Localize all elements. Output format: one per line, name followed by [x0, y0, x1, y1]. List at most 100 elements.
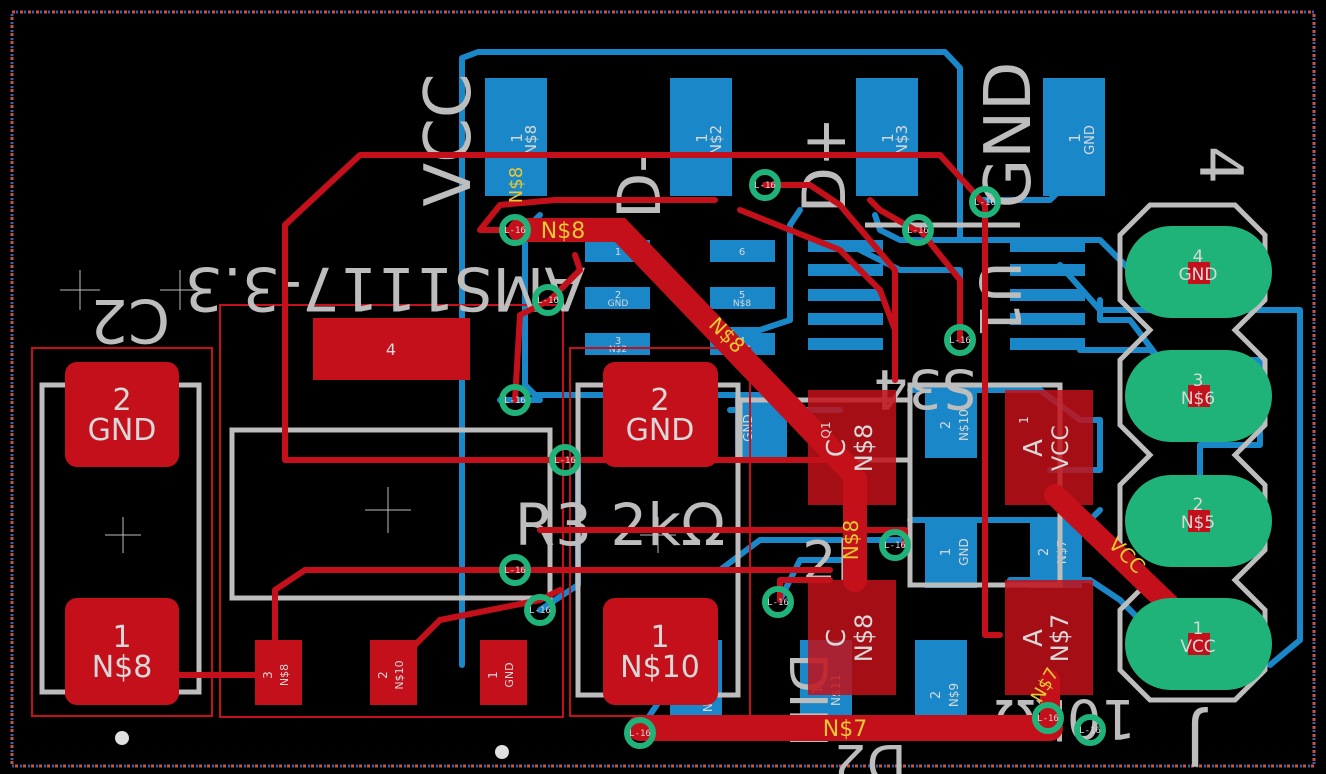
- ic-pad: [585, 287, 650, 309]
- connector-pin-net: N$5: [1181, 513, 1215, 533]
- cap-pad-2-net: GND: [626, 413, 695, 448]
- via: [969, 186, 1001, 218]
- c2-pad-1: [65, 598, 179, 705]
- smd-name: C: [822, 629, 852, 647]
- c2-pad-2: [65, 362, 179, 467]
- via: [902, 214, 934, 246]
- pad-n2-top: [670, 78, 732, 196]
- silk-r3: R3 2kΩ: [515, 491, 725, 559]
- via: [944, 324, 976, 356]
- cap-pad-2: [603, 362, 718, 467]
- pad-n3-top: [856, 78, 918, 196]
- via: [524, 594, 556, 626]
- svg-text:L-16: L-16: [537, 296, 559, 306]
- c2-pad-1-num: 1: [112, 620, 131, 655]
- pad-net-label: N$3: [893, 125, 911, 155]
- via: [499, 384, 531, 416]
- svg-text:L-16: L-16: [504, 226, 526, 236]
- pad-label: 1: [879, 133, 897, 143]
- pad-label: 2: [1037, 548, 1052, 556]
- soic-u1-pads: [808, 240, 1085, 350]
- silk-4: 4: [1185, 146, 1255, 184]
- regulator-tab: [313, 318, 470, 380]
- regulator-pin-2: [370, 640, 417, 705]
- c2-pad-1-net: N$8: [92, 650, 153, 685]
- ic-pad: [585, 333, 650, 355]
- smd-net: N$8: [850, 614, 878, 663]
- smd-name: A: [1019, 629, 1049, 647]
- ic-pad-num: 1: [615, 247, 621, 258]
- svg-text:L-16: L-16: [529, 606, 551, 616]
- net-label-n8-top: N$8: [541, 219, 585, 244]
- connector-pin-num: 3: [1193, 371, 1204, 391]
- net-label-n8-pad: N$8: [506, 167, 527, 203]
- ic-pad-net: GND: [608, 299, 629, 309]
- regulator-tab-num: 4: [386, 340, 396, 359]
- via: [879, 529, 911, 561]
- connector-pin-num: 2: [1193, 495, 1204, 515]
- c2-pad-2-net: GND: [88, 413, 157, 448]
- cap-pad-1-net: N$10: [620, 650, 700, 685]
- silk-dot: [115, 731, 129, 745]
- smd-net: N$8: [850, 424, 878, 473]
- smd-name: C: [822, 439, 852, 457]
- via: [762, 586, 794, 618]
- svg-text:L-16: L-16: [974, 198, 996, 208]
- c2-pad-2-num: 2: [112, 383, 131, 418]
- pad-n8-top: [485, 78, 547, 196]
- smd-c-n8: [808, 580, 896, 695]
- pad-label: 2: [939, 421, 954, 429]
- smd-name: A: [1019, 439, 1049, 457]
- silk-j: J: [1186, 704, 1209, 774]
- regulator-pin-num: 1: [486, 671, 500, 679]
- via: [499, 214, 531, 246]
- connector-pin-num: 1: [1193, 619, 1204, 639]
- ic-pad-num: 6: [739, 247, 745, 258]
- silk-vcc: VCC: [412, 73, 486, 206]
- silk-gnd: GND: [972, 62, 1046, 209]
- connector-pin-net: VCC: [1180, 637, 1215, 657]
- pad-net-label: GND: [741, 414, 755, 442]
- via: [749, 169, 781, 201]
- regulator-pin-3: [255, 640, 302, 705]
- smd-sub: 1: [1017, 416, 1031, 424]
- net-label-n7-bottom: N$7: [823, 717, 867, 742]
- cap-pad-2-num: 2: [650, 383, 669, 418]
- silk-d-plus: D+: [790, 117, 860, 213]
- via: [532, 284, 564, 316]
- regulator-pin-net: N$10: [393, 660, 406, 689]
- ic-pad-net: N$8: [733, 299, 751, 309]
- via: [1074, 714, 1106, 746]
- pad-net-label: N$10: [957, 409, 971, 441]
- smd-a-n7: [1005, 580, 1093, 695]
- connector-pin-num: 4: [1193, 247, 1204, 267]
- via: [1032, 702, 1064, 734]
- pad-label: 1: [508, 133, 526, 143]
- board-outline: [10, 10, 1316, 768]
- svg-text:L-16: L-16: [767, 598, 789, 608]
- smd-sub: Q1: [819, 421, 833, 438]
- ic-pad: [710, 287, 775, 309]
- regulator-pin-1: [480, 640, 527, 705]
- svg-text:L-16: L-16: [504, 396, 526, 406]
- top-copper-traces: [117, 152, 1003, 678]
- regulator-pin-net: N$8: [278, 664, 291, 686]
- pad-label: 1: [693, 133, 711, 143]
- pad-gnd-top: [1043, 78, 1105, 196]
- silk-d-minus: D-: [605, 151, 675, 219]
- regulator-pin-num: 2: [376, 671, 390, 679]
- pad-net-label: GND: [1083, 125, 1098, 155]
- via: [499, 554, 531, 586]
- connector-j: 4 GND 3 N$6 2 N$5 1 VCC: [1125, 226, 1272, 690]
- trace-n8-thick: [508, 218, 862, 482]
- pad-label: 2: [929, 691, 944, 699]
- cap-pad-1: [603, 598, 718, 705]
- ic-pad-net: N$2: [609, 345, 627, 355]
- ic-pad: [710, 240, 775, 262]
- red-smd-pads: C Q1 N$8 A 1 VCC C N$8 A N$7: [808, 390, 1093, 695]
- regulator-pads: 4 3 N$8 2 N$10 1 GND: [255, 318, 527, 705]
- smd-net: N$7: [1046, 614, 1074, 663]
- net-labels: N$8 N$8 N$8 VCC N$7 N$7 N$8: [506, 167, 1150, 742]
- pad-net-label: GND: [957, 538, 971, 566]
